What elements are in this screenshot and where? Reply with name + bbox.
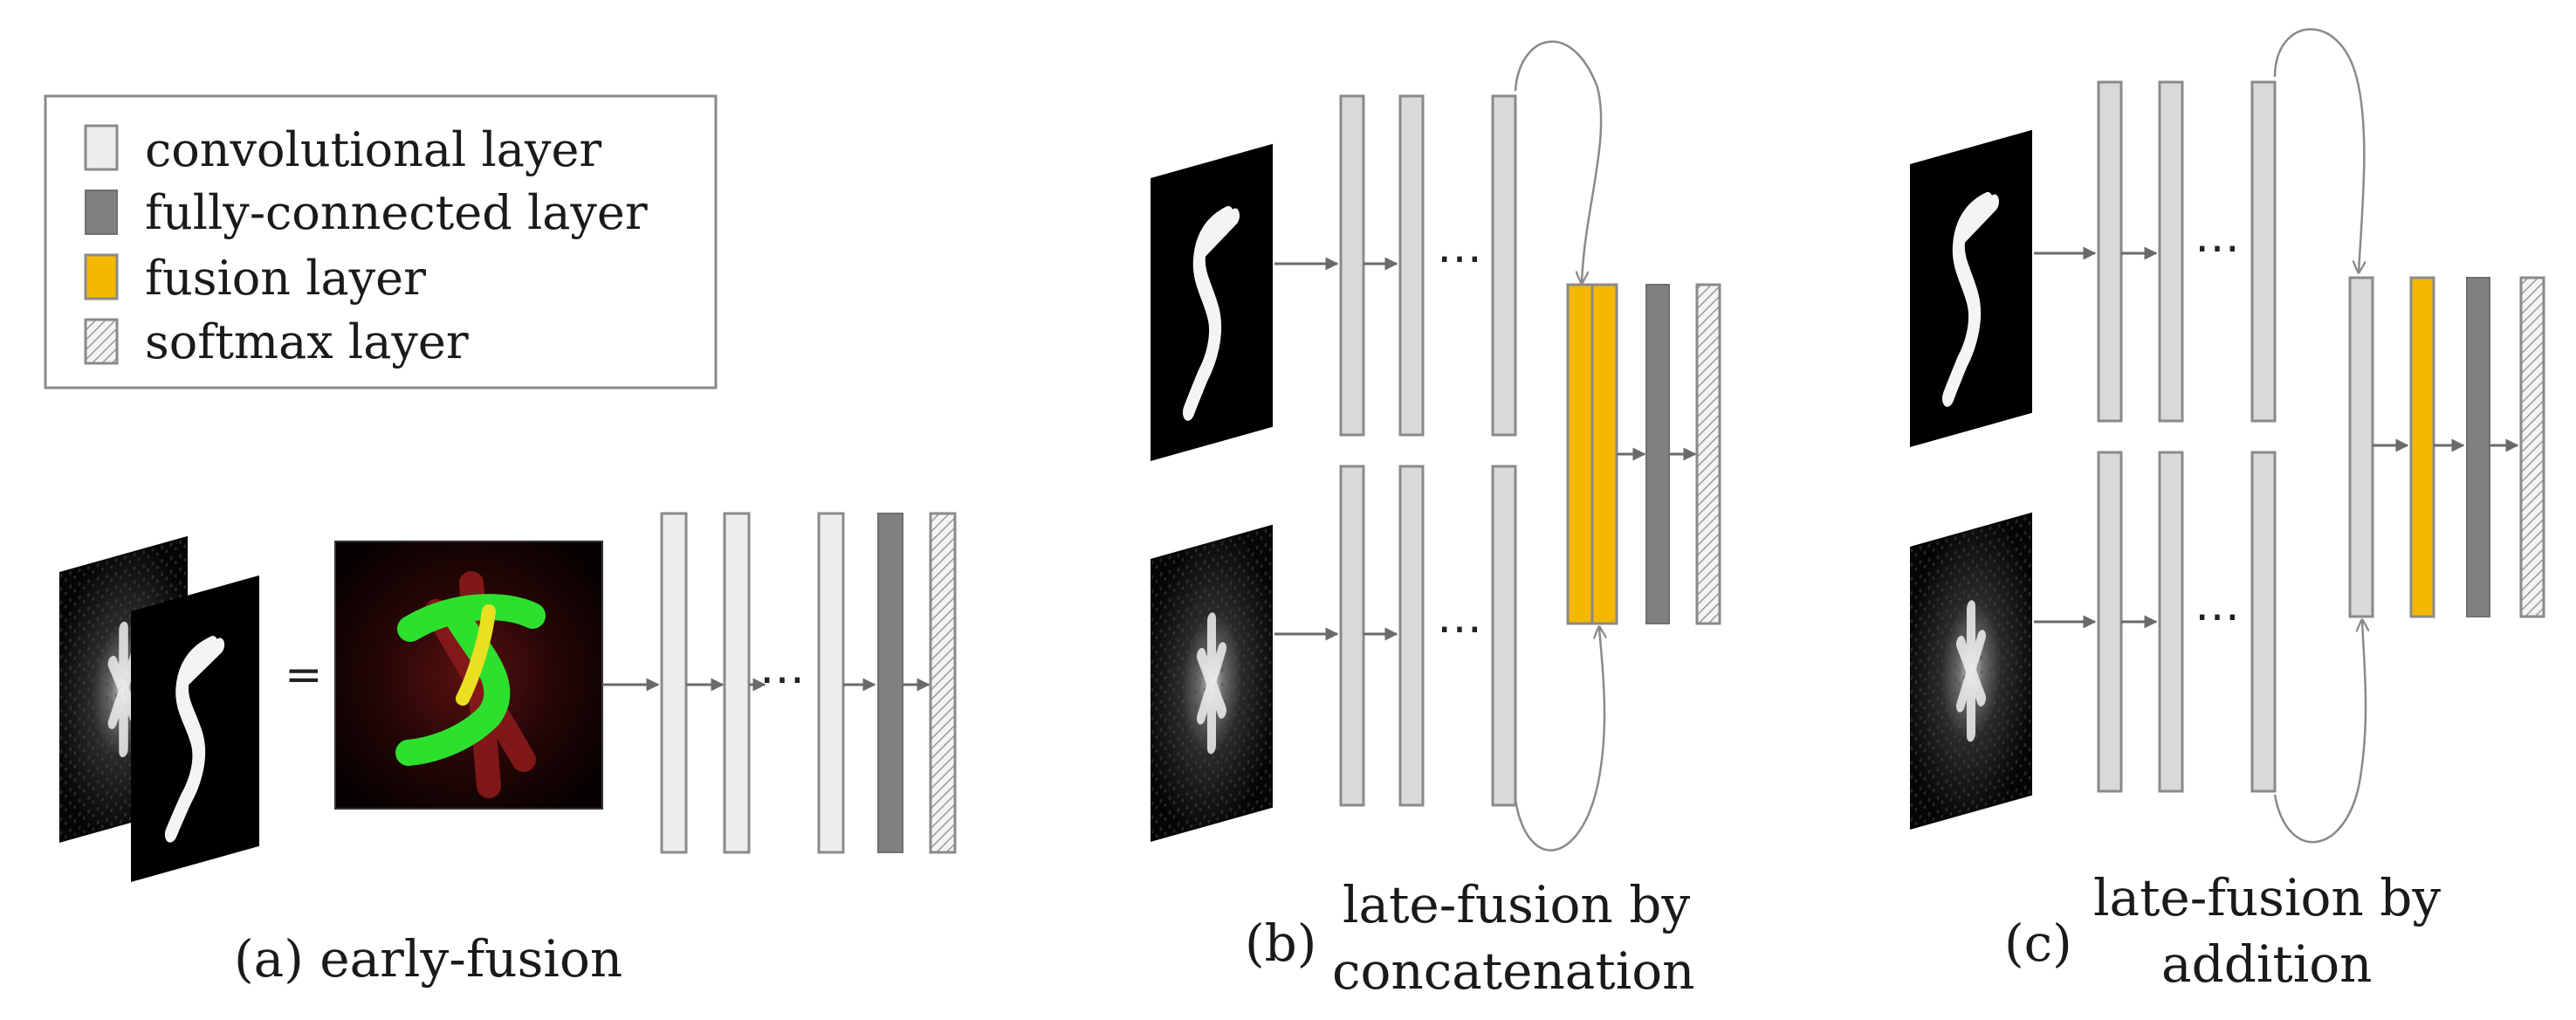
caption-b-line1: late-fusion by — [1343, 875, 1690, 934]
panel-c: … … (c) late-fusion by addition — [1910, 28, 2545, 994]
conv-layer-c-sum — [2348, 276, 2374, 618]
legend-swatch-fusion — [84, 253, 119, 300]
legend-label-softmax: softmax layer — [145, 314, 469, 369]
panel-a: = … (a) early-fusion — [59, 512, 957, 989]
legend-swatch-softmax — [84, 318, 119, 365]
legend-swatch-fc — [85, 190, 118, 235]
curve-b-top — [1514, 40, 1603, 283]
xray-image-c — [1910, 513, 2032, 830]
conv-layer-c-bottom-3 — [2250, 451, 2277, 793]
conv-layer-a-1 — [660, 512, 688, 854]
fusion-layer-c — [2409, 276, 2435, 618]
fc-layer-a — [877, 513, 903, 853]
caption-c-line1: late-fusion by — [2093, 868, 2441, 927]
conv-layer-c-bottom-1 — [2097, 451, 2123, 793]
xray-image-b — [1151, 525, 1273, 842]
fusion-layer-b-left — [1566, 283, 1594, 625]
curve-c-bottom — [2273, 620, 2366, 844]
caption-a: (a) early-fusion — [234, 929, 622, 989]
legend-label-conv: convolutional layer — [145, 122, 601, 177]
caption-c-tag: (c) — [2004, 913, 2072, 973]
ellipsis-c-bottom: … — [2195, 579, 2240, 631]
conv-layer-a-2 — [723, 512, 751, 854]
conv-layer-c-top-3 — [2250, 80, 2277, 423]
caption-b-tag: (b) — [1245, 913, 1316, 973]
conv-layer-c-bottom-2 — [2158, 451, 2184, 793]
conv-layer-a-3 — [817, 512, 845, 854]
conv-layer-c-top-1 — [2097, 80, 2123, 423]
curve-b-bottom — [1514, 627, 1604, 851]
legend: convolutional layer fully-connected laye… — [44, 94, 718, 389]
ellipsis-b-bottom: … — [1437, 591, 1482, 644]
legend-label-fc: fully-connected layer — [145, 185, 648, 240]
ellipsis-a: … — [759, 642, 805, 694]
conv-layer-b-top-1 — [1339, 94, 1365, 437]
panel-b: … … (b) late-fusion by concatenation — [1151, 40, 1721, 1001]
fused-image — [334, 541, 603, 810]
conv-layer-b-top-3 — [1491, 94, 1517, 437]
caption-b-line2: concatenation — [1332, 941, 1695, 1001]
fusion-layer-b-right — [1590, 283, 1618, 625]
ellipsis-b-top: … — [1437, 221, 1482, 273]
conv-layer-b-bottom-3 — [1491, 465, 1517, 807]
equals-sign: = — [285, 649, 323, 701]
conv-layer-b-bottom-1 — [1339, 465, 1365, 807]
caption-c-line2: addition — [2161, 934, 2373, 994]
fc-layer-c — [2466, 277, 2490, 617]
softmax-layer-a — [929, 512, 957, 854]
softmax-layer-c — [2519, 276, 2545, 618]
legend-label-fusion: fusion layer — [145, 251, 426, 306]
curve-c-top — [2273, 28, 2364, 272]
conv-layer-c-top-2 — [2158, 80, 2184, 423]
ellipsis-c-top: … — [2195, 210, 2240, 263]
conv-layer-b-bottom-2 — [1398, 465, 1425, 807]
softmax-layer-b — [1695, 283, 1721, 625]
fc-layer-b — [1645, 284, 1670, 624]
digit-image-a — [131, 575, 259, 882]
conv-layer-b-top-2 — [1398, 94, 1425, 437]
legend-swatch-conv — [84, 124, 119, 171]
digit-image-c — [1910, 130, 2032, 447]
digit-image-b — [1151, 144, 1273, 461]
